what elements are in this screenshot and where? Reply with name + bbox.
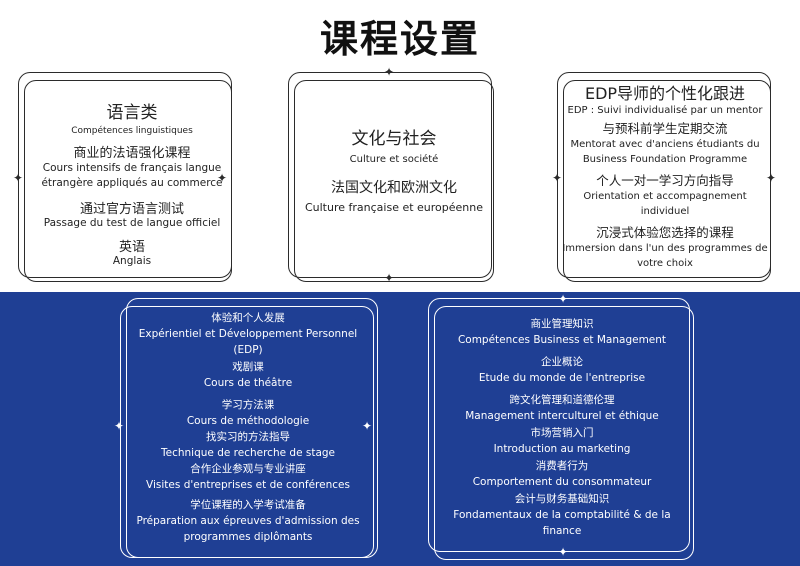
course-item-cn: 通过官方语言测试	[79, 202, 184, 217]
card-experiential: ✦ ✦ 体验和个人发展 Expérientiel et Développemen…	[114, 298, 378, 562]
course-item-fr: Immersion dans l'un des programmes de vo…	[562, 243, 768, 269]
course-item-cn: 体验和个人发展	[211, 312, 285, 324]
sparkle-icon: ✦	[558, 292, 569, 306]
course-item-fr: Visites d'entreprises et de conférences	[146, 479, 350, 491]
course-item-fr: Expérientiel et Développement Personnel …	[138, 328, 358, 356]
course-item-cn: 合作企业参观与专业讲座	[190, 463, 306, 475]
course-item-cn: 英语	[118, 240, 145, 255]
card-frame-inner	[126, 298, 378, 558]
course-item-fr: Management interculturel et éthique	[465, 410, 659, 422]
course-item-cn: 跨文化管理和道德伦理	[509, 394, 615, 406]
card-frame-inner	[557, 72, 771, 278]
card-content: 商业管理知识 Compétences Business et Managemen…	[446, 316, 678, 539]
sparkle-icon: ✦	[362, 419, 373, 433]
course-item-cn: 个人一对一学习方向指导	[596, 173, 734, 188]
course-item-fr: Introduction au marketing	[493, 443, 631, 455]
bottom-background-band	[0, 292, 800, 566]
course-item-fr: Mentorat avec d'anciens étudiants du Bus…	[570, 139, 760, 165]
course-item-cn: 会计与财务基础知识	[514, 493, 610, 505]
course-item-cn: 企业概论	[541, 356, 583, 368]
card-frame-inner	[288, 72, 492, 278]
course-item-fr: Cours intensifs de français langue étran…	[41, 162, 223, 189]
card-frame-inner	[434, 306, 694, 560]
card-frame-outer	[428, 298, 690, 552]
course-item-cn: 市场营销入门	[530, 427, 594, 439]
course-item-cn: 沉浸式体验您选择的课程	[596, 225, 734, 240]
course-item-fr: Compétences Business et Management	[457, 334, 667, 346]
card-content: 文化与社会 Culture et société 法国文化和欧洲文化 Cultu…	[296, 124, 492, 214]
course-item-fr: Anglais	[112, 255, 152, 267]
sparkle-icon: ✦	[766, 171, 777, 185]
course-item-fr: Orientation et accompagnement individuel	[583, 191, 747, 217]
sparkle-icon: ✦	[114, 419, 125, 433]
sparkle-icon: ✦	[384, 65, 395, 79]
course-item-fr: Cours de méthodologie	[186, 415, 310, 427]
course-item-fr: Culture française et européenne	[304, 201, 484, 214]
sparkle-icon: ✦	[13, 171, 24, 185]
card-content: 语言类 Compétences linguistiques 商业的法语强化课程 …	[30, 98, 234, 267]
card-content: 体验和个人发展 Expérientiel et Développement Pe…	[134, 310, 362, 545]
course-item-fr: Comportement du consommateur	[472, 476, 652, 488]
card-frame-outer	[294, 80, 494, 282]
sparkle-icon: ✦	[217, 171, 228, 185]
card-subheading: EDP : Suivi individualisé par un mentor	[567, 105, 763, 116]
course-item-cn: 消费者行为	[535, 460, 589, 472]
page-title: 课程设置	[319, 17, 480, 61]
sparkle-icon: ✦	[384, 271, 395, 285]
course-item-cn: 商业的法语强化课程	[73, 146, 191, 161]
card-language: ✦ ✦ 语言类 Compétences linguistiques 商业的法语强…	[13, 72, 240, 284]
card-heading: 语言类	[106, 103, 158, 123]
card-subheading: Culture et société	[349, 154, 439, 165]
course-item-cn: 学习方法课	[221, 399, 275, 411]
sparkle-icon: ✦	[552, 171, 563, 185]
course-item-cn: 商业管理知识	[530, 318, 594, 330]
course-item-cn: 学位课程的入学考试准备	[190, 499, 306, 511]
card-subheading: Compétences linguistiques	[71, 126, 193, 136]
course-item-fr: Cours de théâtre	[203, 377, 293, 389]
course-item-fr: Fondamentaux de la comptabilité & de la …	[453, 509, 671, 537]
course-item-fr: Préparation aux épreuves d'admission des…	[136, 515, 360, 543]
course-item-cn: 与预科前学生定期交流	[602, 121, 728, 136]
card-culture: ✦ ✦ 文化与社会 Culture et société 法国文化和欧洲文化 C…	[288, 66, 498, 285]
sparkle-icon: ✦	[558, 545, 569, 559]
course-item-fr: Passage du test de langue officiel	[43, 217, 221, 229]
course-item-cn: 戏剧课	[232, 361, 264, 373]
course-item-cn: 找实习的方法指导	[206, 431, 290, 443]
course-item-cn: 法国文化和欧洲文化	[331, 180, 457, 196]
course-item-fr: Technique de recherche de stage	[160, 447, 336, 459]
card-heading: EDP导师的个性化跟进	[584, 84, 746, 103]
card-edp-mentor: ✦ ✦ EDP导师的个性化跟进 EDP : Suivi individualis…	[552, 72, 779, 284]
card-business: ✦ ✦ 商业管理知识 Compétences Business et Manag…	[428, 293, 696, 564]
course-item-fr: Etude du monde de l'entreprise	[478, 372, 646, 384]
card-frame-inner	[18, 72, 232, 278]
card-content: EDP导师的个性化跟进 EDP : Suivi individualisé pa…	[559, 80, 771, 271]
card-heading: 文化与社会	[351, 129, 437, 149]
